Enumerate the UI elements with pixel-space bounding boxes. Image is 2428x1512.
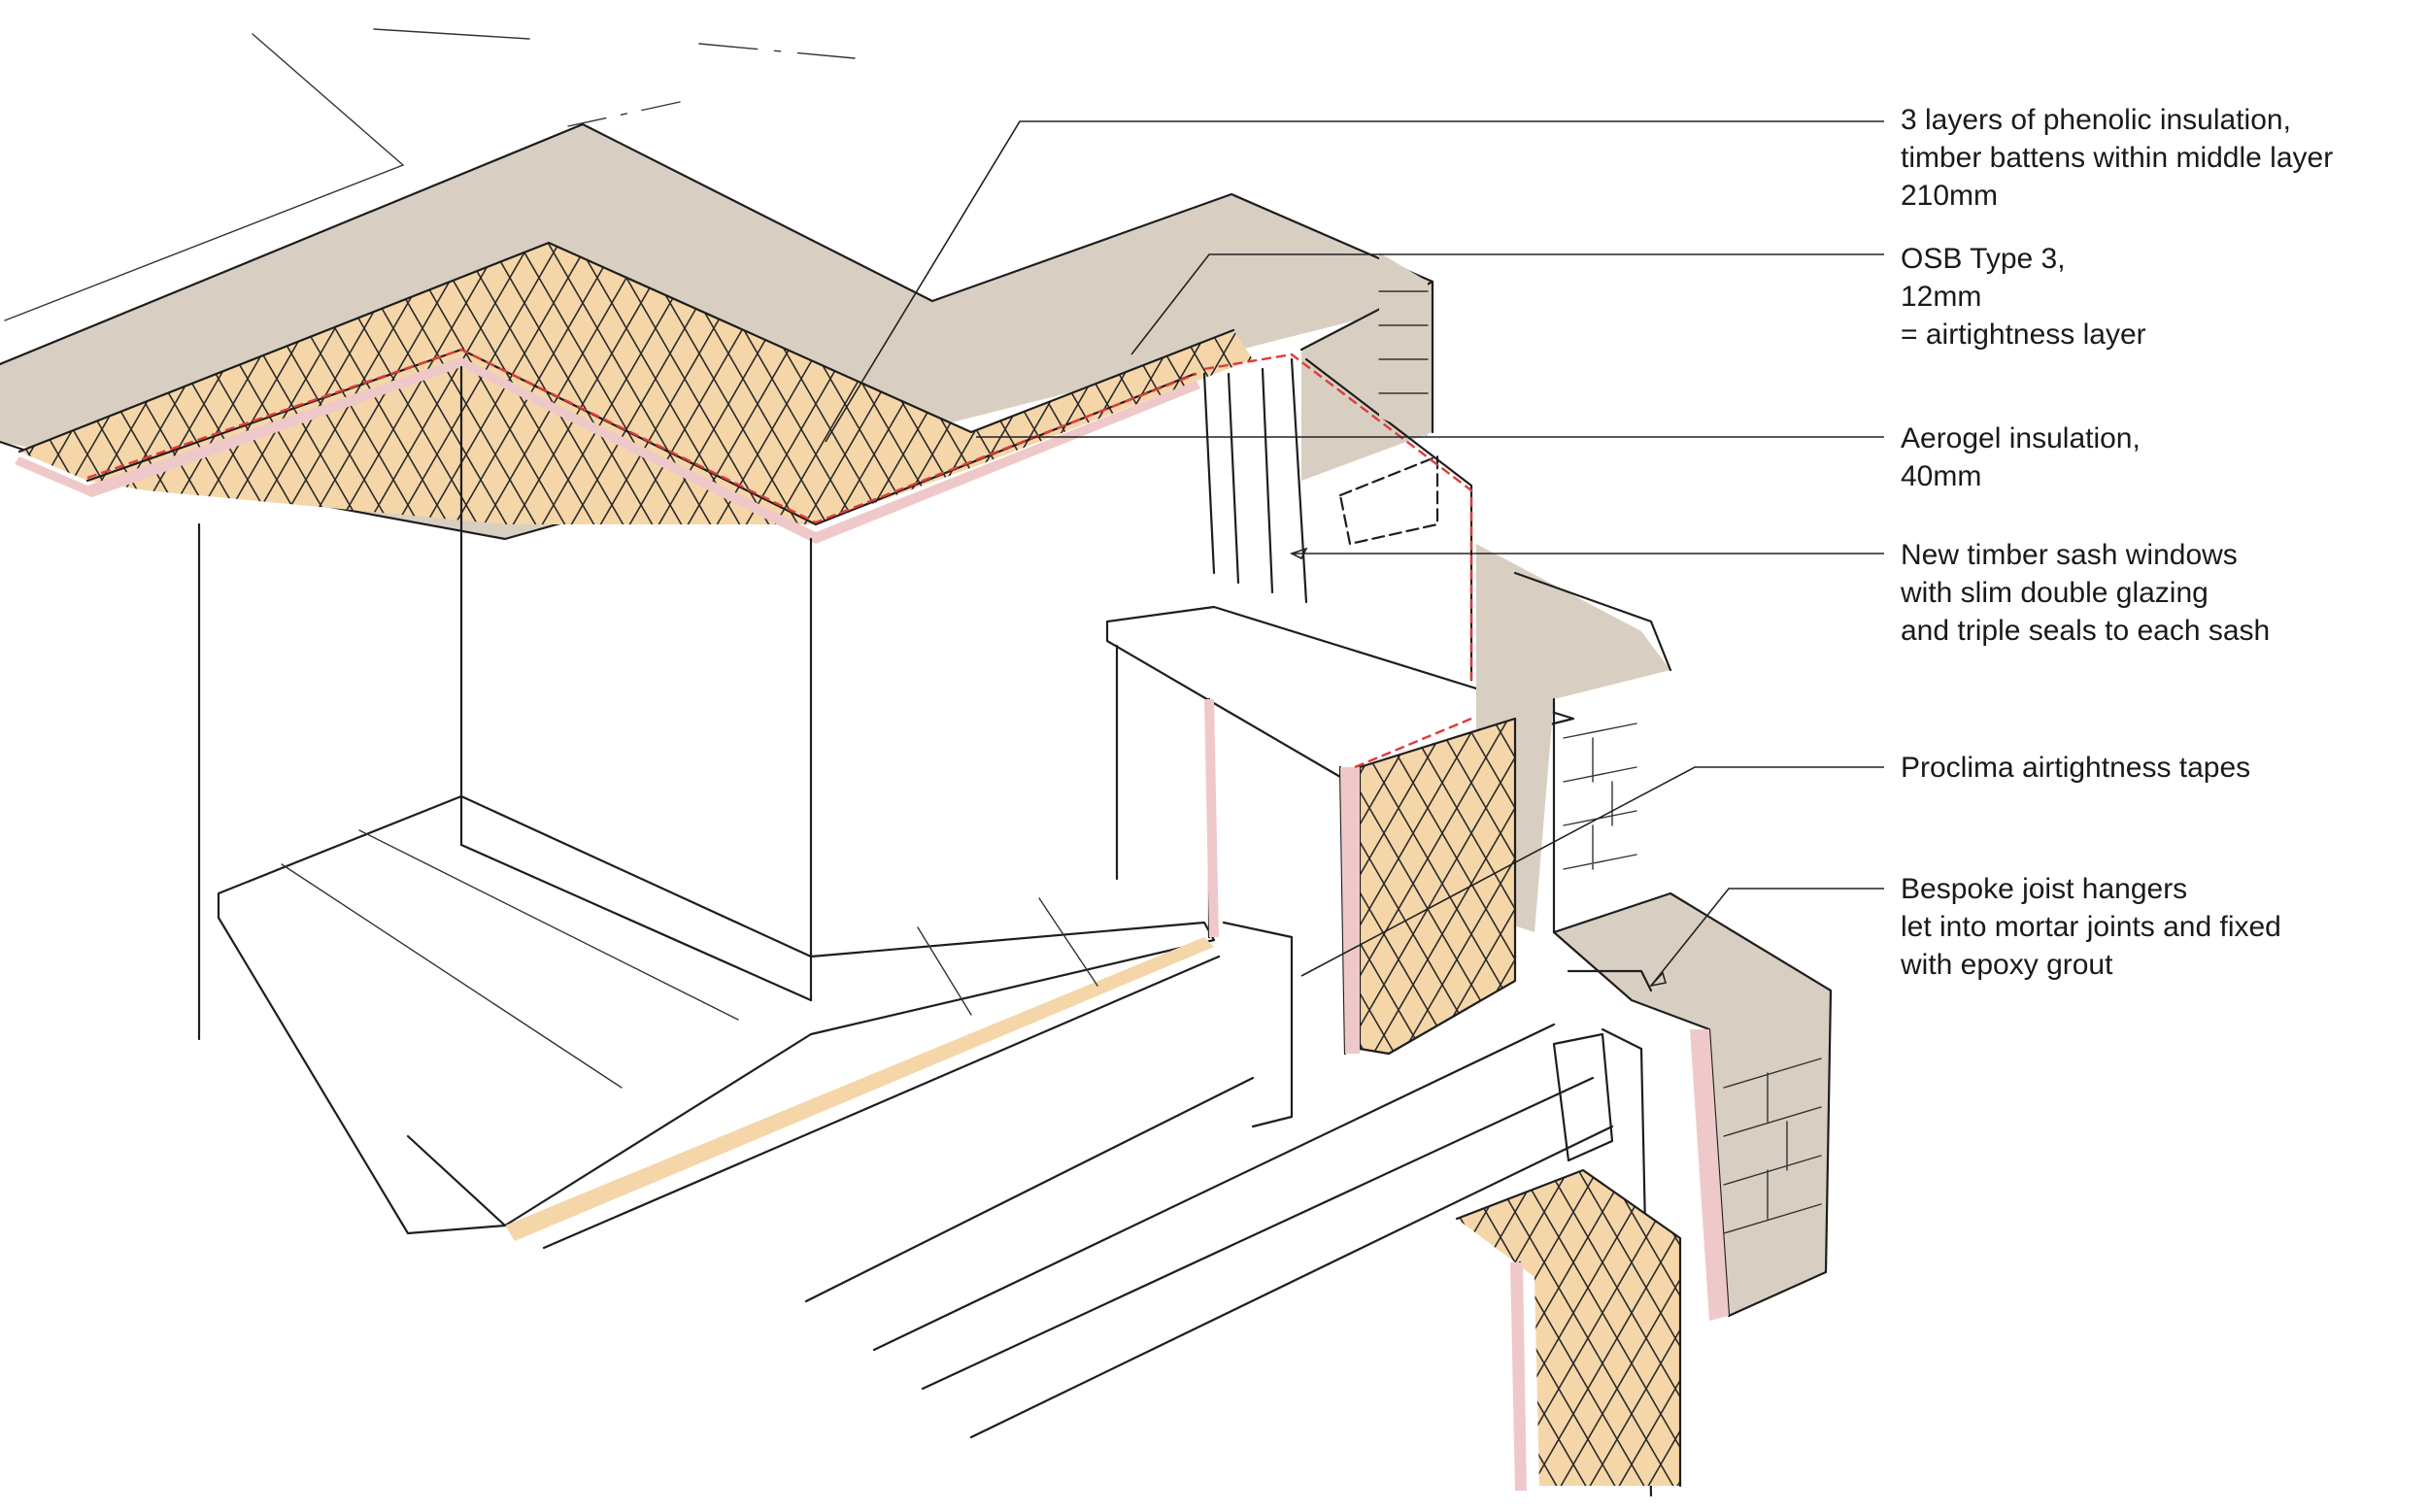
lower-insulation	[1455, 1168, 1682, 1491]
phenolic-insulation-ceiling	[15, 241, 1253, 544]
wall-insulation-reveal	[1338, 717, 1517, 1056]
annotation-line: 210mm	[1901, 180, 1999, 212]
annotation-line: 40mm	[1901, 460, 1982, 492]
annotation-aerogel: Aerogel insulation, 40mm	[1901, 420, 2141, 495]
annotation-line: OSB Type 3,	[1901, 243, 2066, 275]
annotation-line: = airtightness layer	[1901, 319, 2146, 351]
external-wall-brick	[1378, 252, 1672, 934]
leader-lines	[825, 120, 1884, 988]
annotation-phenolic-insulation: 3 layers of phenolic insulation, timber …	[1901, 101, 2333, 215]
internal-wall-block	[197, 365, 813, 1041]
floor-joists	[542, 921, 1614, 1439]
annotation-line: with slim double glazing	[1901, 577, 2209, 609]
annotation-line: let into mortar joints and fixed	[1901, 911, 2281, 943]
annotation-line: 3 layers of phenolic insulation,	[1901, 104, 2291, 136]
annotation-osb: OSB Type 3, 12mm = airtightness layer	[1901, 240, 2146, 353]
annotation-line: Bespoke joist hangers	[1901, 873, 2188, 905]
annotation-line: timber battens within middle layer	[1901, 142, 2334, 174]
annotation-line: and triple seals to each sash	[1901, 615, 2271, 647]
annotation-airtightness-tapes: Proclima airtightness tapes	[1901, 749, 2250, 787]
annotation-line: Aerogel insulation,	[1901, 422, 2141, 454]
annotation-sash-windows: New timber sash windows with slim double…	[1901, 536, 2270, 650]
annotation-line: New timber sash windows	[1901, 539, 2238, 571]
annotation-line: with epoxy grout	[1901, 949, 2113, 981]
floor-boards	[217, 794, 1216, 1241]
lower-brick-pier	[1552, 891, 1833, 1321]
background-outline	[4, 28, 856, 321]
annotation-line: 12mm	[1901, 281, 1982, 313]
annotation-joist-hangers: Bespoke joist hangers let into mortar jo…	[1901, 870, 2281, 984]
annotation-line: Proclima airtightness tapes	[1901, 752, 2251, 784]
